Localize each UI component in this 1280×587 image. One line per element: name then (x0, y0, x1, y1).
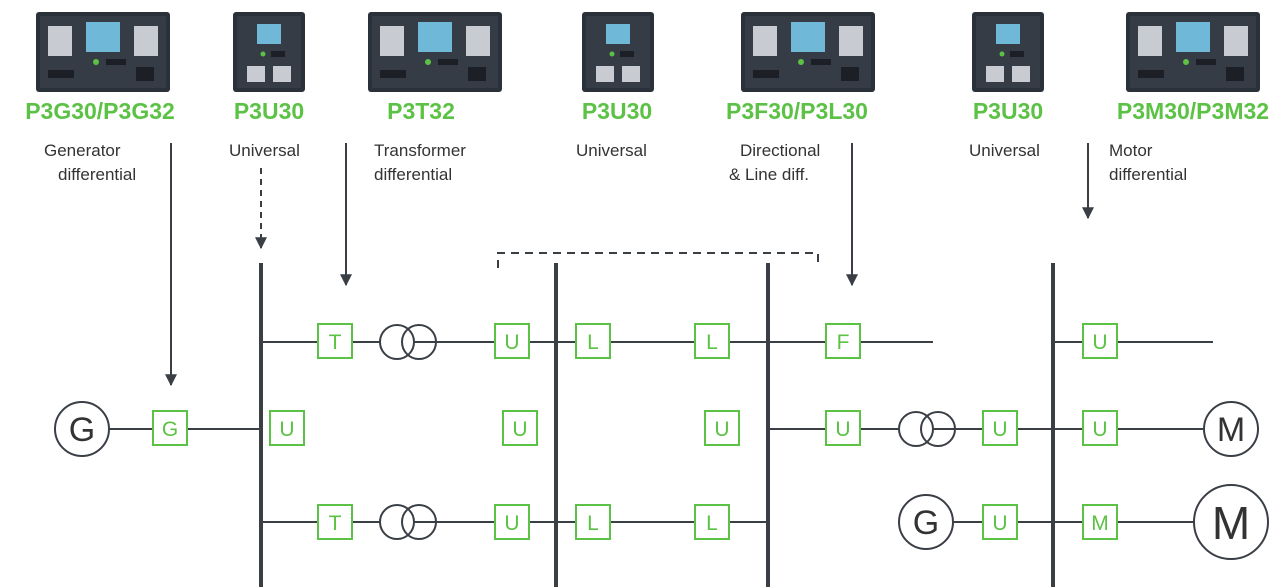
device-model-label: P3F30/P3L30 (726, 98, 868, 124)
device-description: differential (374, 165, 452, 184)
device-image-p3m30 (1126, 12, 1260, 92)
relay-box-letter: U (279, 418, 294, 441)
relay-box (1082, 323, 1118, 359)
relay-box-letter: U (504, 512, 519, 535)
relay-box (269, 410, 305, 446)
device-model-label: P3U30 (234, 98, 304, 124)
relay-box-letter: L (587, 512, 599, 535)
relay-box (152, 410, 188, 446)
relay-box (825, 323, 861, 359)
device-image-p3t32 (368, 12, 502, 92)
device-model-label: P3U30 (582, 98, 652, 124)
relay-box (494, 504, 530, 540)
relay-box-letter: U (992, 512, 1007, 535)
relay-box (704, 410, 740, 446)
relay-box (982, 504, 1018, 540)
device-image-p3u30-2 (582, 12, 654, 92)
motor-symbol (1193, 484, 1269, 560)
relay-box (575, 504, 611, 540)
relay-box (502, 410, 538, 446)
device-image-p3u30-3 (972, 12, 1044, 92)
generator-symbol (898, 494, 954, 550)
device-description: Universal (969, 141, 1040, 160)
relay-box (494, 323, 530, 359)
device-description: Transformer (374, 141, 466, 160)
generator-symbol (54, 401, 110, 457)
relay-box-letter: U (1092, 418, 1107, 441)
device-model-label: P3U30 (973, 98, 1043, 124)
device-image-p3f30 (741, 12, 875, 92)
device-description: Directional (740, 141, 820, 160)
relay-box-letter: L (706, 331, 718, 354)
dashed-link (497, 252, 819, 268)
machine-letter: M (1212, 497, 1250, 549)
machine-letter: G (913, 504, 939, 542)
relay-box-letter: F (837, 331, 850, 354)
motor-symbol (1203, 401, 1259, 457)
machine-letter: M (1217, 411, 1245, 449)
relay-box (317, 323, 353, 359)
relay-box (694, 323, 730, 359)
device-description: & Line diff. (729, 165, 809, 184)
device-description: Universal (576, 141, 647, 160)
relay-box-letter: U (992, 418, 1007, 441)
relay-box-letter: T (329, 331, 342, 354)
device-description: differential (58, 165, 136, 184)
relay-box (825, 410, 861, 446)
relay-box-letter: G (162, 418, 178, 441)
transformer-symbol (379, 504, 437, 540)
relay-box-letter: M (1091, 512, 1109, 535)
transformer-symbol (379, 324, 437, 360)
relay-box (1082, 504, 1118, 540)
device-description: Generator (44, 141, 121, 160)
device-image-p3u30-1 (233, 12, 305, 92)
device-description: differential (1109, 165, 1187, 184)
relay-box-letter: U (512, 418, 527, 441)
device-description: Motor (1109, 141, 1153, 160)
relay-box-letter: L (587, 331, 599, 354)
transformer-symbol (898, 411, 956, 447)
device-image-p3g30 (36, 12, 170, 92)
relay-box (1082, 410, 1118, 446)
relay-box (982, 410, 1018, 446)
relay-box-letter: U (1092, 331, 1107, 354)
relay-box (575, 323, 611, 359)
relay-box-letter: T (329, 512, 342, 535)
relay-box (694, 504, 730, 540)
device-description: Universal (229, 141, 300, 160)
relay-box-letter: U (835, 418, 850, 441)
device-model-label: P3T32 (387, 98, 455, 124)
machine-letter: G (69, 411, 95, 449)
relay-box-letter: U (504, 331, 519, 354)
relay-box-letter: L (706, 512, 718, 535)
relay-box (317, 504, 353, 540)
device-model-label: P3M30/P3M32 (1117, 98, 1269, 124)
device-model-label: P3G30/P3G32 (25, 98, 175, 124)
relay-box-letter: U (714, 418, 729, 441)
